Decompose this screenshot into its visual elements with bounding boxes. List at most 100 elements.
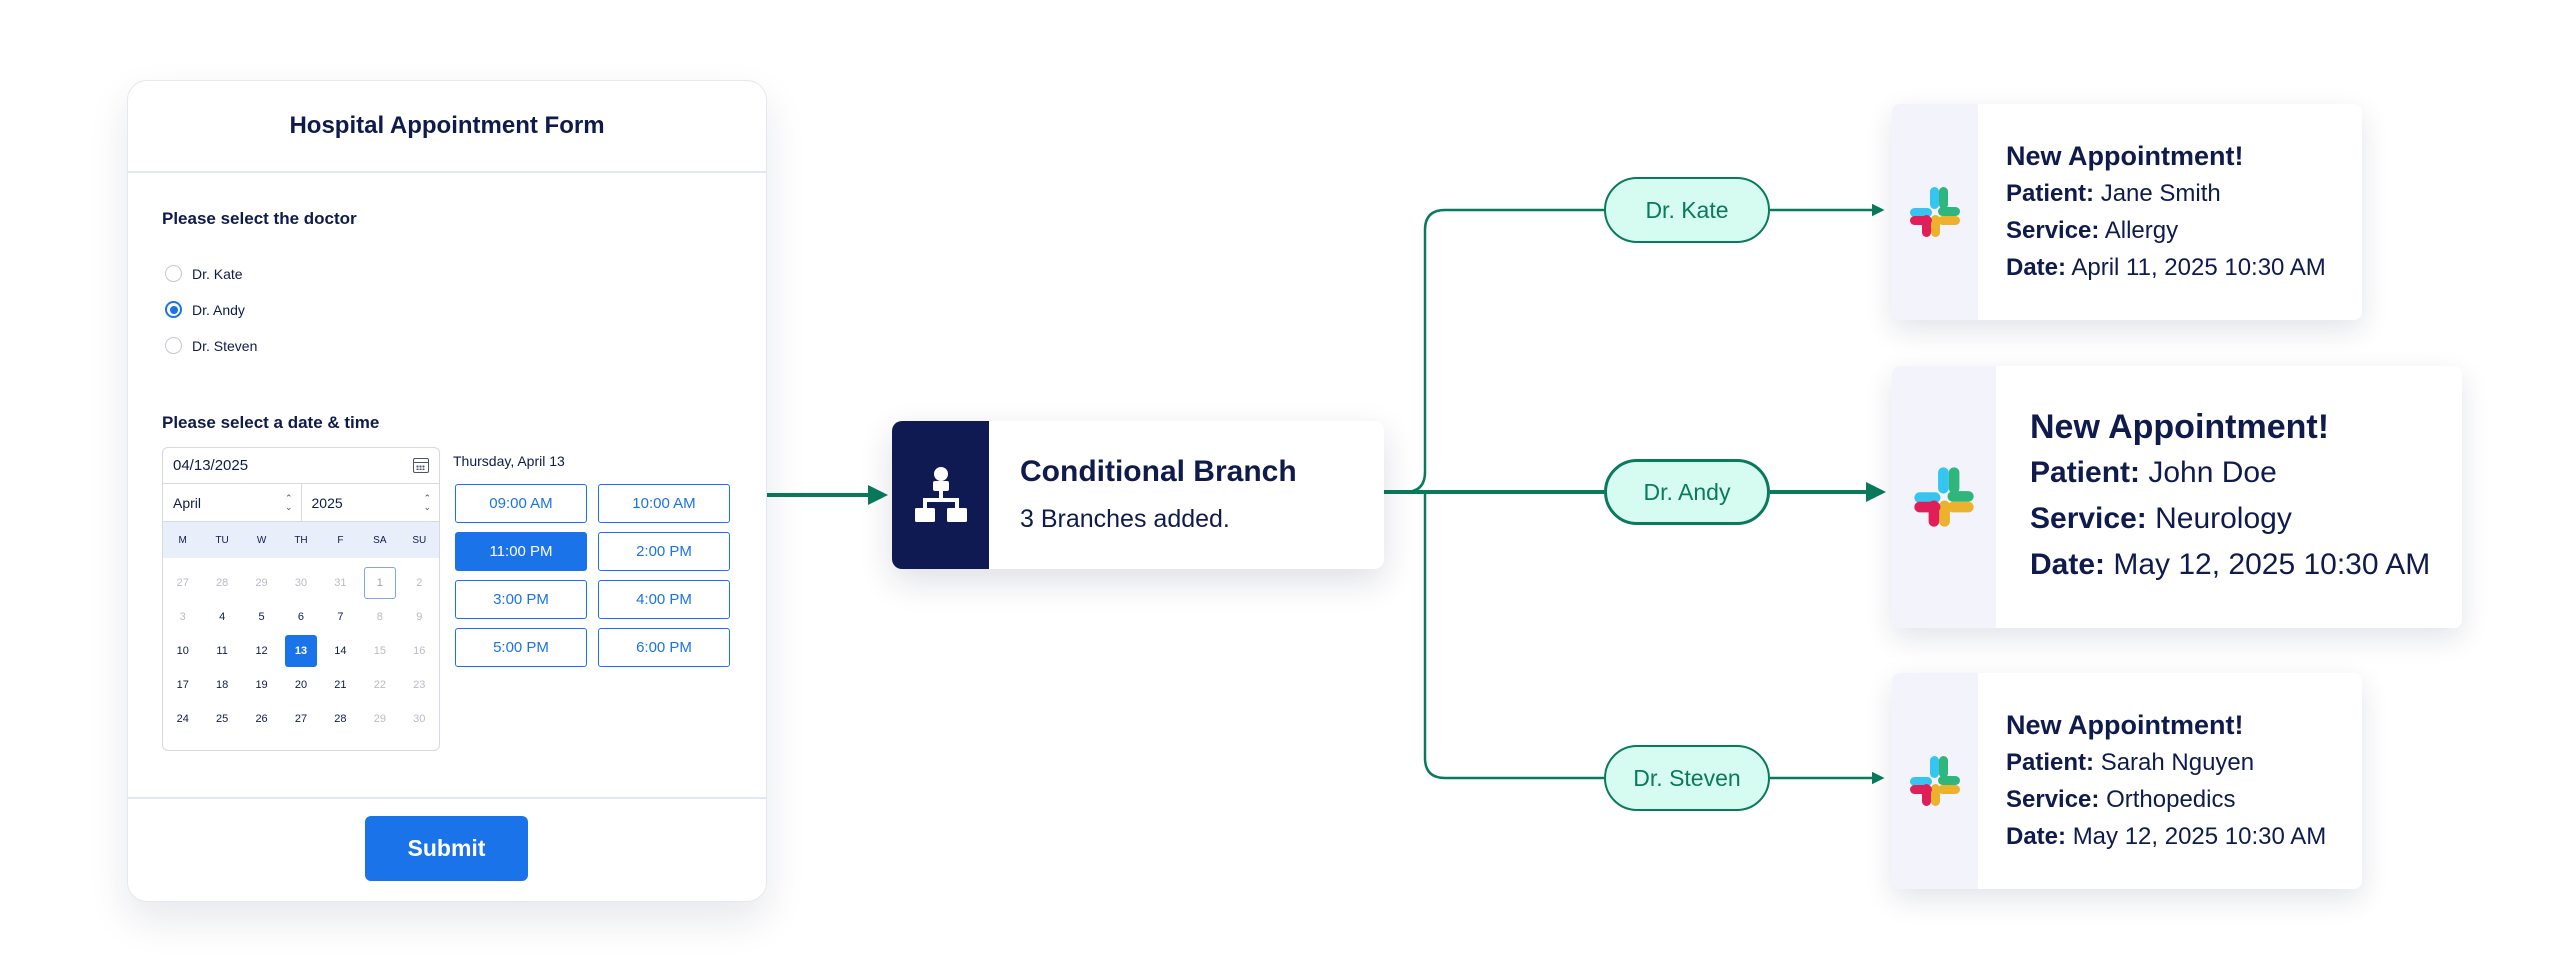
- conditional-branch-node[interactable]: Conditional Branch 3 Branches added.: [892, 421, 1384, 569]
- doctor-radio-option[interactable]: Dr. Steven: [165, 337, 257, 354]
- time-slot-button[interactable]: 5:00 PM: [455, 628, 587, 667]
- calendar-day[interactable]: 12: [242, 634, 281, 668]
- calendar-day[interactable]: 18: [202, 668, 241, 702]
- message-service: Service: Neurology: [2030, 502, 2292, 535]
- sitemap-icon: [892, 421, 989, 569]
- calendar-day-number: 1: [363, 567, 396, 599]
- time-slot-button[interactable]: 6:00 PM: [598, 628, 730, 667]
- calendar-day-number: 13: [284, 635, 317, 667]
- time-slot-button[interactable]: 10:00 AM: [598, 484, 730, 523]
- calendar-day[interactable]: 17: [163, 668, 202, 702]
- branch-pill-dr-kate[interactable]: Dr. Kate: [1604, 177, 1770, 243]
- time-slot-button[interactable]: 4:00 PM: [598, 580, 730, 619]
- slack-message-card-andy[interactable]: New Appointment! Patient: John Doe Servi…: [1892, 366, 2462, 628]
- calendar-day: 3: [163, 600, 202, 634]
- time-slot-button[interactable]: 3:00 PM: [455, 580, 587, 619]
- doctor-radio-option[interactable]: Dr. Kate: [165, 265, 243, 282]
- calendar-day[interactable]: 25: [202, 702, 241, 736]
- radio-label: Dr. Kate: [192, 265, 243, 282]
- time-slot-button[interactable]: 09:00 AM: [455, 484, 587, 523]
- weekday-label: SU: [412, 534, 427, 546]
- calendar-day-number: 28: [334, 713, 347, 725]
- calendar-day-number: 29: [255, 577, 268, 589]
- submit-button[interactable]: Submit: [365, 816, 528, 881]
- calendar-day-number: 28: [216, 577, 229, 589]
- time-heading: Thursday, April 13: [453, 453, 565, 469]
- datetime-question-label: Please select a date & time: [162, 413, 380, 432]
- date-input[interactable]: 04/13/2025: [163, 448, 439, 484]
- branch-pill-dr-andy[interactable]: Dr. Andy: [1604, 459, 1770, 525]
- calendar-day: 27: [163, 566, 202, 600]
- month-select-value: April: [173, 494, 202, 511]
- slack-message-card-kate[interactable]: New Appointment! Patient: Jane Smith Ser…: [1892, 104, 2362, 320]
- calendar-day-number: 21: [334, 679, 347, 691]
- calendar-day: 16: [400, 634, 439, 668]
- radio-button[interactable]: [165, 337, 182, 354]
- calendar-day[interactable]: 5: [242, 600, 281, 634]
- message-title: New Appointment!: [2030, 408, 2330, 446]
- calendar-day[interactable]: 1: [360, 566, 399, 600]
- calendar-day-number: 11: [216, 645, 228, 657]
- message-date: Date: May 12, 2025 10:30 AM: [2006, 823, 2327, 850]
- slack-icon: [1914, 467, 1974, 527]
- calendar-day[interactable]: 7: [321, 600, 360, 634]
- calendar-day-number: 15: [373, 645, 386, 657]
- weekday-label: M: [178, 534, 187, 546]
- form-footer-divider: [128, 797, 766, 799]
- calendar-day: 15: [360, 634, 399, 668]
- calendar-day-number: 4: [219, 611, 226, 623]
- calendar-day-number: 29: [373, 713, 386, 725]
- doctor-radio-option[interactable]: Dr. Andy: [165, 301, 245, 318]
- calendar-day[interactable]: 4: [202, 600, 241, 634]
- slack-icon: [1910, 187, 1960, 237]
- chevron-updown-icon: ⌃⌄: [284, 492, 293, 512]
- time-slot-grid: 09:00 AM 10:00 AM 11:00 PM 2:00 PM 3:00 PM 4:…: [455, 484, 730, 667]
- calendar-day[interactable]: 14: [321, 634, 360, 668]
- calendar-day[interactable]: 13: [281, 634, 320, 668]
- form-header: Hospital Appointment Form: [128, 81, 766, 173]
- slack-message-card-steven[interactable]: New Appointment! Patient: Sarah Nguyen S…: [1892, 673, 2362, 889]
- calendar-day-number: 22: [373, 679, 386, 691]
- calendar-day: 30: [281, 566, 320, 600]
- calendar-day[interactable]: 26: [242, 702, 281, 736]
- calendar-day[interactable]: 10: [163, 634, 202, 668]
- time-slot-button[interactable]: 2:00 PM: [598, 532, 730, 571]
- calendar-day: 31: [321, 566, 360, 600]
- calendar-day[interactable]: 20: [281, 668, 320, 702]
- calendar-day: 8: [360, 600, 399, 634]
- calendar-day-number: 2: [416, 577, 423, 589]
- branch-title: Conditional Branch: [1020, 455, 1297, 488]
- calendar-icon[interactable]: [413, 458, 429, 473]
- calendar-day-number: 14: [334, 645, 347, 657]
- calendar-day: 23: [400, 668, 439, 702]
- calendar-day: 2: [400, 566, 439, 600]
- calendar-day[interactable]: 24: [163, 702, 202, 736]
- calendar-day-number: 3: [179, 611, 186, 623]
- calendar-day-number: 10: [176, 645, 189, 657]
- chevron-updown-icon: ⌃⌄: [423, 492, 431, 512]
- year-select[interactable]: 2025 ⌃⌄: [300, 484, 440, 521]
- message-service: Service: Allergy: [2006, 217, 2179, 244]
- radio-button[interactable]: [165, 265, 182, 282]
- branch-pill-dr-steven[interactable]: Dr. Steven: [1604, 745, 1770, 811]
- date-input-value: 04/13/2025: [173, 457, 249, 474]
- calendar-day[interactable]: 19: [242, 668, 281, 702]
- calendar-day: 29: [242, 566, 281, 600]
- calendar-day-number: 6: [297, 611, 305, 623]
- calendar-day[interactable]: 6: [281, 600, 320, 634]
- time-slot-button[interactable]: 11:00 PM: [455, 532, 587, 571]
- calendar-day-number: 16: [413, 645, 426, 657]
- radio-button[interactable]: [165, 301, 182, 318]
- calendar-day-number: 20: [294, 679, 308, 691]
- calendar-day[interactable]: 28: [321, 702, 360, 736]
- calendar-day[interactable]: 21: [321, 668, 360, 702]
- message-service: Service: Orthopedics: [2006, 786, 2236, 813]
- weekday-label: TU: [215, 534, 229, 546]
- calendar-day[interactable]: 11: [202, 634, 241, 668]
- message-icon-panel: [1892, 104, 1978, 320]
- calendar-day[interactable]: 27: [281, 702, 320, 736]
- month-select[interactable]: April ⌃⌄: [163, 484, 301, 521]
